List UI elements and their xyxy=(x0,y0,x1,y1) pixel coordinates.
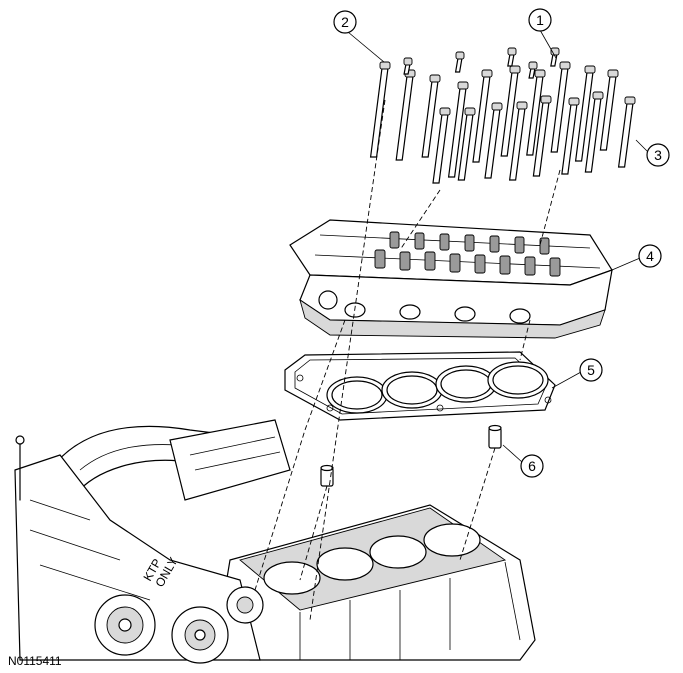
head-bolt xyxy=(526,69,546,156)
engine-block xyxy=(219,504,536,661)
head-bolt xyxy=(395,69,416,161)
head-bolts xyxy=(369,47,636,184)
small-bolt xyxy=(454,51,465,73)
callout-6: 6 xyxy=(502,444,544,478)
dowel-pin xyxy=(488,424,502,449)
head-bolt xyxy=(457,107,476,181)
head-bolt xyxy=(369,61,391,158)
head-bolt xyxy=(472,69,493,163)
callout-2-label: 2 xyxy=(341,14,349,30)
alignment-lines xyxy=(254,99,561,621)
engine-front-accessories: KTP ONLY xyxy=(14,419,291,664)
head-bolt xyxy=(421,74,441,158)
callout-2: 2 xyxy=(333,10,385,63)
head-bolt xyxy=(561,97,580,175)
head-bolt xyxy=(500,65,521,157)
head-bolt xyxy=(447,81,469,178)
cylinder-head-gasket xyxy=(284,351,556,421)
head-bolt xyxy=(532,95,552,177)
callout-3: 3 xyxy=(635,139,670,167)
small-bolt xyxy=(403,57,413,75)
callout-4: 4 xyxy=(611,244,662,271)
head-bolt xyxy=(574,65,596,162)
head-bolt xyxy=(550,61,571,153)
figure-id: N0115411 xyxy=(8,654,62,668)
small-bolt xyxy=(507,47,517,67)
head-bolt xyxy=(484,102,503,179)
small-bolt xyxy=(528,61,538,79)
callout-1-label: 1 xyxy=(536,12,544,28)
callout-1: 1 xyxy=(528,8,557,59)
head-bolt xyxy=(508,101,528,181)
valve-springs xyxy=(374,231,561,277)
callout-5-label: 5 xyxy=(587,362,595,378)
head-bolt xyxy=(617,96,636,168)
callout-4-label: 4 xyxy=(646,248,654,264)
head-bolt xyxy=(432,107,451,184)
callout-5: 5 xyxy=(551,358,603,389)
callout-6-label: 6 xyxy=(528,458,536,474)
head-bolt xyxy=(584,91,604,173)
cylinder-head xyxy=(289,219,613,339)
callout-3-label: 3 xyxy=(654,147,662,163)
head-bolt xyxy=(599,69,619,151)
